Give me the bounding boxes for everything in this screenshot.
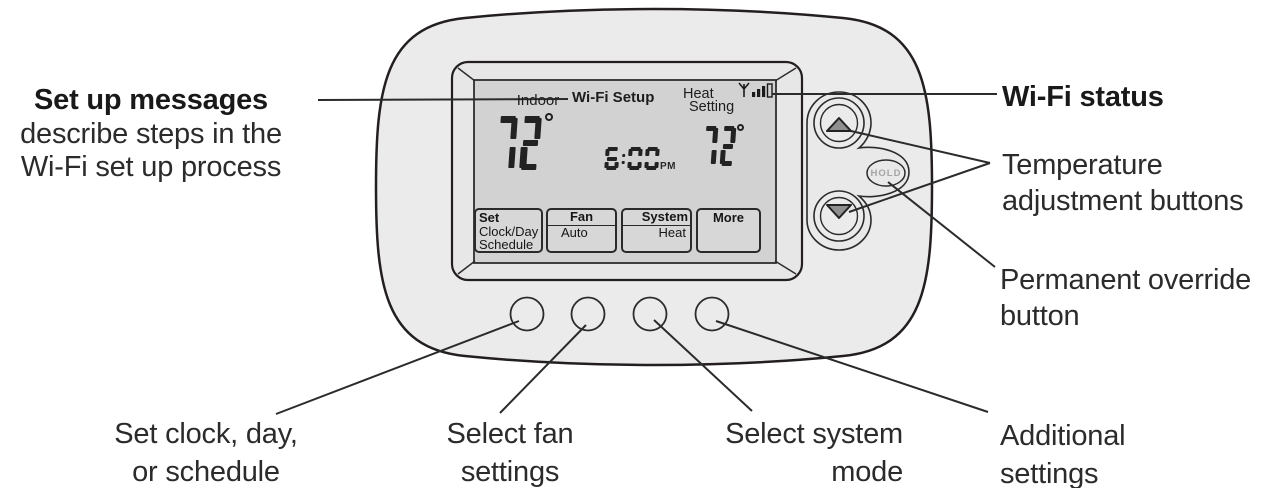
bezel-corner-lines	[457, 67, 797, 275]
callout-additional-line2: settings	[1000, 458, 1099, 488]
clock-day-schedule-button[interactable]	[509, 296, 545, 332]
time-period-label: PM	[660, 161, 676, 172]
callout-system-line2: mode	[831, 456, 903, 488]
leader-system-button	[653, 319, 753, 412]
softkey-fan-header: Fan	[548, 210, 615, 226]
heat-label-line2: Setting	[689, 98, 735, 115]
degree-symbol	[737, 124, 744, 131]
indoor-label: Indoor	[516, 92, 560, 109]
callout-system-line1: Select system	[725, 418, 903, 450]
heat-label-line1: Heat	[683, 86, 714, 102]
callout-wifi-status: Wi-Fi status	[1002, 81, 1164, 113]
softkey-set-clock[interactable]: Set Clock/Day Schedule	[474, 208, 543, 253]
callout-fan-line2: settings	[460, 456, 560, 488]
callout-setup-messages-line3: Wi-Fi set up process	[20, 151, 282, 183]
callout-setup-messages-line2: describe steps in the	[20, 117, 282, 150]
softkey-set-header: Set	[479, 210, 500, 225]
callout-permanent-override: Permanent override button	[1000, 262, 1251, 334]
triangle-down-icon	[826, 204, 852, 219]
callout-lines	[275, 93, 997, 415]
temp-up-button[interactable]	[813, 97, 865, 149]
callout-fan-line1: Select fan	[446, 418, 574, 450]
wifi-setup-title: Wi-Fi Setup	[572, 89, 655, 106]
softkey-set-line2: Schedule	[479, 237, 534, 252]
hold-button-label: HOLD	[870, 168, 902, 179]
indoor-temperature-display	[495, 116, 542, 170]
callout-setup-messages: Set up messages describe steps in the Wi…	[0, 84, 302, 185]
leader-temp-down	[848, 162, 991, 213]
callout-additional-settings: Additional settings	[1000, 417, 1126, 488]
system-button[interactable]	[632, 296, 668, 332]
time-display	[604, 147, 660, 170]
callout-set-clock-line2: or schedule	[132, 456, 280, 488]
softkey-fan-value: Auto	[561, 224, 588, 240]
softkey-more-header: More	[712, 210, 745, 225]
callout-select-system: Select system mode	[650, 415, 903, 488]
softkey-system-value: Heat	[658, 224, 686, 240]
callout-additional-line1: Additional	[1000, 420, 1126, 452]
softkey-system[interactable]: System Heat	[621, 208, 692, 253]
heat-setting-label: Heat Setting	[683, 86, 735, 115]
degree-symbol	[545, 113, 553, 121]
callout-set-clock: Set clock, day, or schedule	[56, 415, 356, 488]
callout-select-fan: Select fan settings	[400, 415, 620, 488]
leader-hold	[887, 181, 996, 268]
more-button[interactable]	[694, 296, 730, 332]
leader-temp-up	[850, 130, 991, 164]
hold-button[interactable]	[866, 159, 906, 187]
leader-fan-button	[499, 324, 587, 414]
callout-temperature-line1: Temperature	[1002, 149, 1163, 181]
callout-temperature-adjustment: Temperature adjustment buttons	[1002, 147, 1244, 219]
callout-temperature-line2: adjustment buttons	[1002, 185, 1244, 217]
callout-override-line2: button	[1000, 300, 1080, 332]
fan-button[interactable]	[570, 296, 606, 332]
softkey-system-header: System	[623, 210, 690, 226]
leader-setup-messages	[317, 98, 569, 101]
leader-clock-button	[275, 320, 520, 415]
triangle-up-icon	[826, 117, 852, 132]
callout-set-clock-line1: Set clock, day,	[114, 418, 298, 450]
softkey-more[interactable]: More	[696, 208, 761, 253]
leader-more-button	[715, 320, 989, 413]
callout-setup-messages-title: Set up messages	[34, 84, 268, 116]
softkey-set-line1: Clock/Day	[479, 223, 539, 239]
callout-override-line1: Permanent override	[1000, 264, 1252, 296]
softkey-fan[interactable]: Fan Auto	[546, 208, 617, 253]
temp-down-button[interactable]	[813, 190, 865, 242]
wifi-signal-icon	[738, 82, 773, 98]
heat-setting-temperature-display	[702, 126, 736, 166]
